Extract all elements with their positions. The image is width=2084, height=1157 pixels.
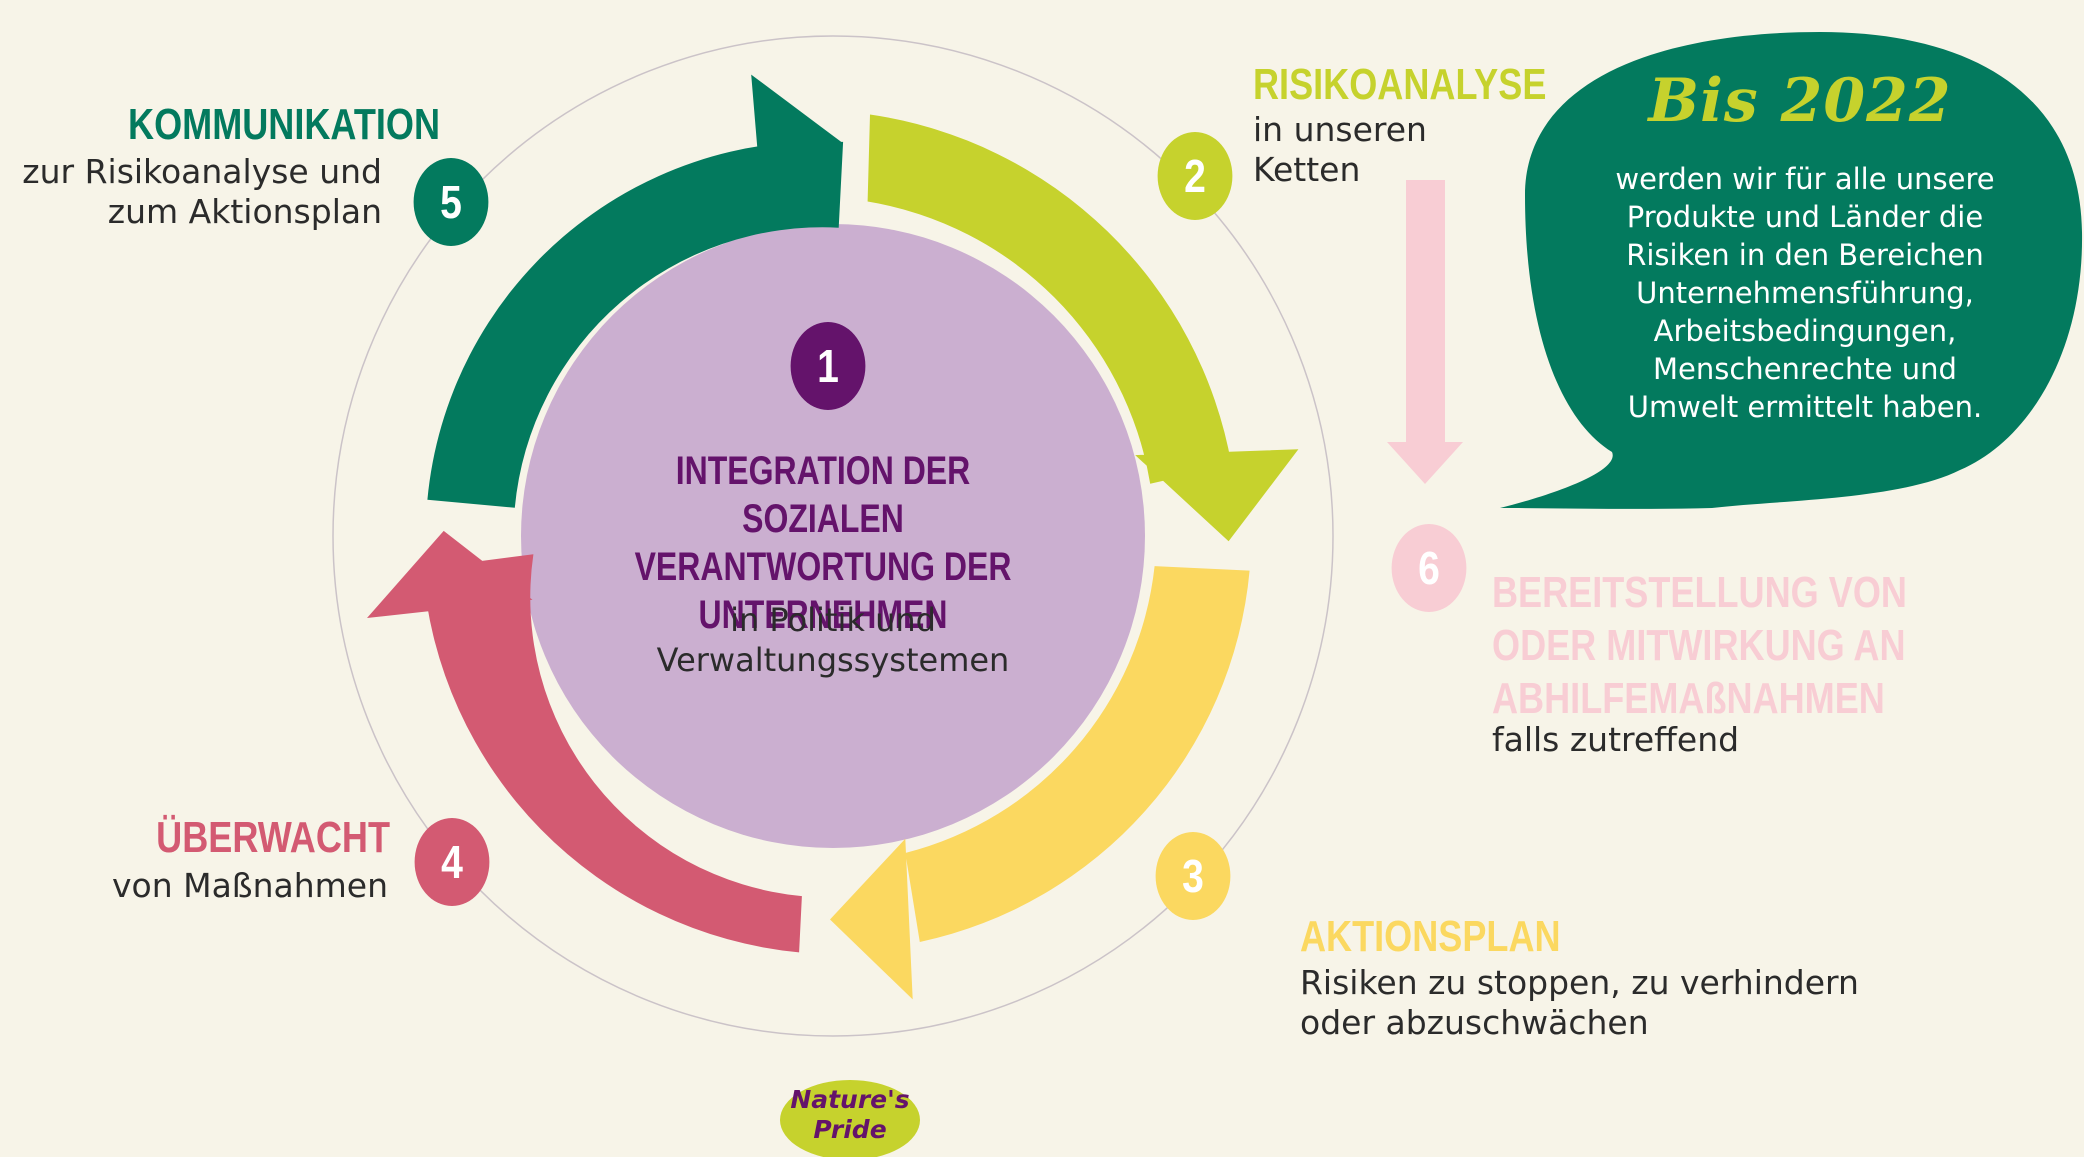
center-sub-line: in Politik und bbox=[730, 601, 936, 639]
bubble-line: Unternehmensführung, bbox=[1636, 276, 1974, 310]
step3-subtitle: Risiken zu stoppen, zu verhindern oder a… bbox=[1300, 963, 1859, 1043]
bubble-line: Menschenrechte und bbox=[1653, 352, 1957, 386]
step2-number: 2 bbox=[1157, 132, 1233, 220]
step6-title-line: ODER MITWIRKUNG AN bbox=[1492, 621, 1906, 670]
arrow-to-step6 bbox=[1387, 180, 1463, 484]
step6-number: 6 bbox=[1391, 524, 1467, 612]
step6-subtitle: falls zutreffend bbox=[1492, 720, 1740, 759]
step4-number: 4 bbox=[414, 818, 490, 906]
center-circle bbox=[521, 224, 1145, 848]
center-subtitle: in Politik und Verwaltungssystemen bbox=[583, 600, 1083, 680]
step3-title: AKTIONSPLAN bbox=[1300, 912, 1561, 961]
center-title-line: INTEGRATION DER SOZIALEN bbox=[675, 449, 971, 541]
bubble-line: Risiken in den Bereichen bbox=[1626, 238, 1984, 272]
arrow-kommunikation bbox=[427, 74, 844, 508]
arrow-risikoanalyse bbox=[867, 114, 1299, 542]
step2-sub-line: in unseren bbox=[1253, 110, 1427, 149]
step5-sub-line: zum Aktionsplan bbox=[107, 192, 382, 231]
logo-line: Nature's bbox=[790, 1085, 910, 1114]
step2-title: RISIKOANALYSE bbox=[1253, 60, 1547, 109]
logo: Nature's Pride bbox=[780, 1085, 920, 1145]
bubble-line: Umwelt ermittelt haben. bbox=[1627, 390, 1983, 424]
step6-title: BEREITSTELLUNG VON ODER MITWIRKUNG AN AB… bbox=[1492, 566, 1907, 725]
center-title-line: VERANTWORTUNG DER bbox=[634, 545, 1012, 589]
step3-sub-line: oder abzuschwächen bbox=[1300, 1003, 1649, 1042]
logo-line: Pride bbox=[813, 1115, 887, 1144]
step4-sub-line: von Maßnahmen bbox=[111, 866, 388, 905]
step2-subtitle: in unseren Ketten bbox=[1253, 110, 1427, 190]
step5-title: KOMMUNIKATION bbox=[128, 100, 440, 149]
bubble-text: werden wir für alle unsere Produkte und … bbox=[1560, 160, 2050, 426]
step3-number: 3 bbox=[1155, 832, 1231, 920]
center-title: INTEGRATION DER SOZIALEN VERANTWORTUNG D… bbox=[615, 447, 1031, 639]
step5-number: 5 bbox=[413, 158, 489, 246]
step5-sub-line: zur Risikoanalyse und bbox=[22, 152, 382, 191]
step1-number: 1 bbox=[790, 322, 866, 410]
step4-subtitle: von Maßnahmen bbox=[60, 866, 388, 906]
arrow-aktionsplan bbox=[830, 566, 1250, 1000]
bubble-line: Produkte und Länder die bbox=[1626, 200, 1984, 234]
bubble-line: werden wir für alle unsere bbox=[1615, 162, 1995, 196]
bubble-heading: Bis 2022 bbox=[1648, 66, 1952, 136]
center-title-line: UNTERNEHMEN bbox=[698, 593, 948, 637]
step2-sub-line: Ketten bbox=[1253, 150, 1361, 189]
step4-title: ÜBERWACHT bbox=[156, 813, 390, 862]
outer-ring bbox=[332, 35, 1334, 1037]
step6-title-line: ABHILFEMAßNAHMEN bbox=[1492, 674, 1885, 723]
bubble-line: Arbeitsbedingungen, bbox=[1653, 314, 1957, 348]
step5-subtitle: zur Risikoanalyse und zum Aktionsplan bbox=[0, 152, 382, 232]
step3-sub-line: Risiken zu stoppen, zu verhindern bbox=[1300, 963, 1859, 1002]
logo-badge bbox=[780, 1080, 920, 1157]
center-sub-line: Verwaltungssystemen bbox=[656, 641, 1010, 679]
speech-bubble bbox=[1500, 32, 2083, 509]
arrow-ueberwacht bbox=[367, 530, 802, 953]
step6-title-line: BEREITSTELLUNG VON bbox=[1492, 568, 1907, 617]
